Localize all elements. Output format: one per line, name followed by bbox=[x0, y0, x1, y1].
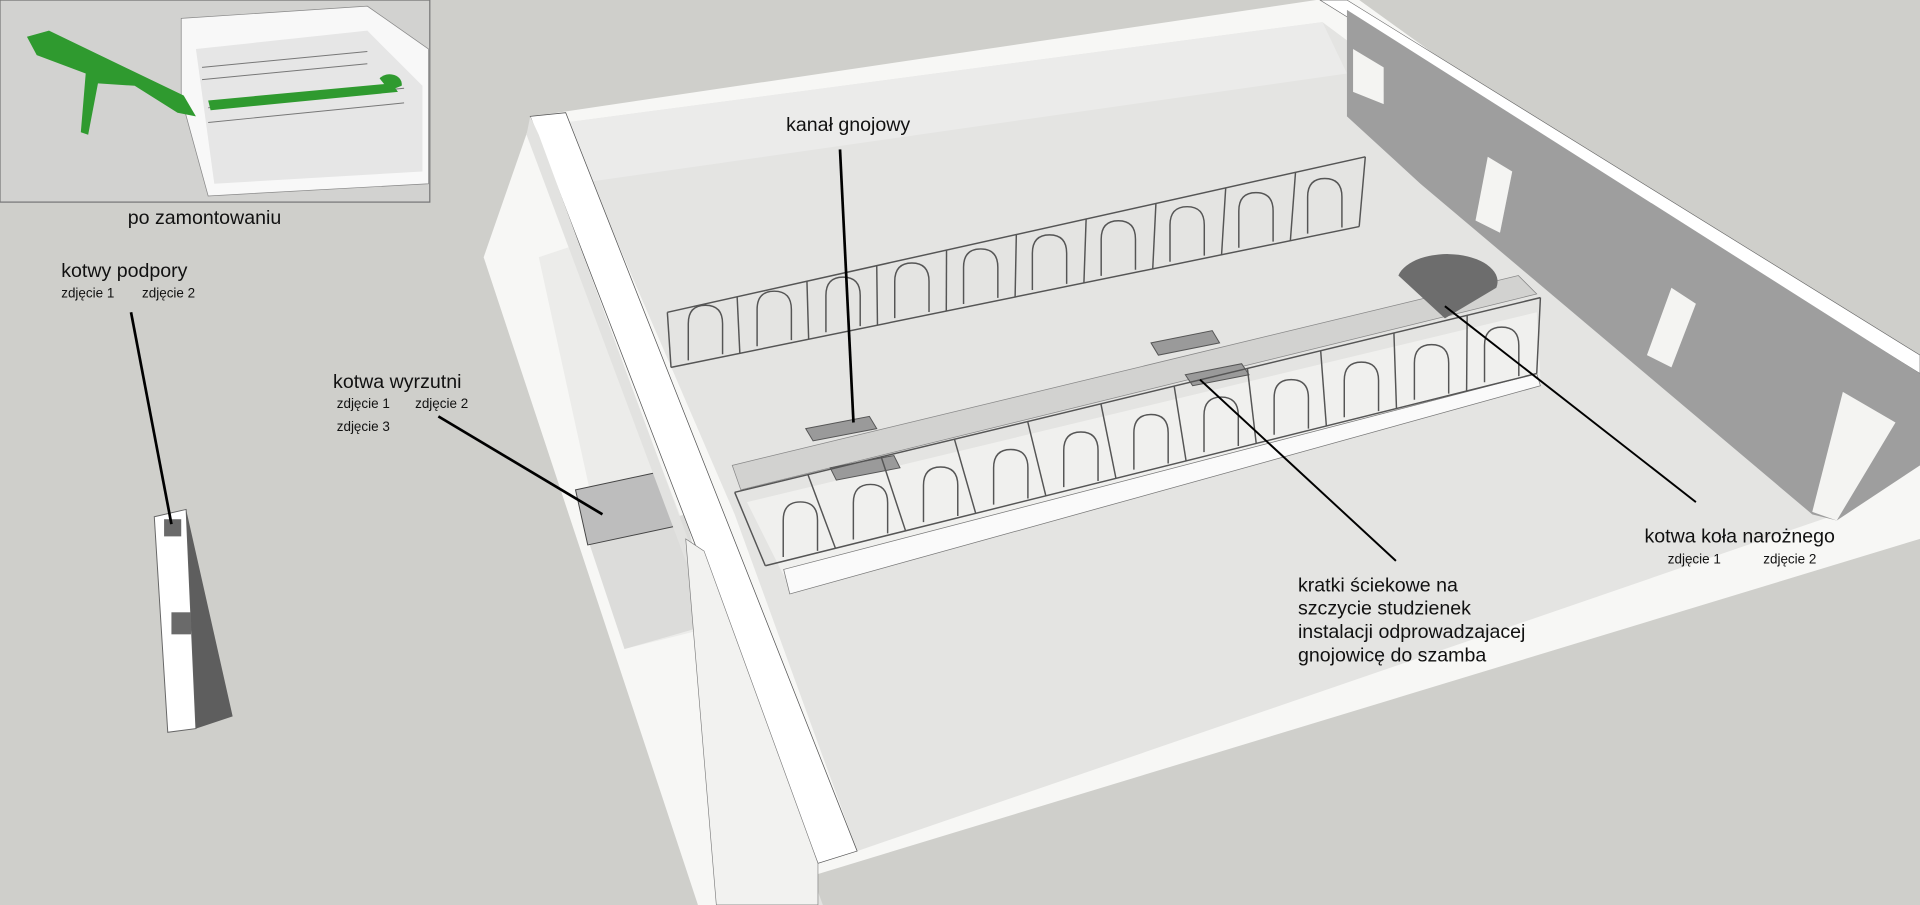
stall-post bbox=[1393, 332, 1398, 409]
stall-loop bbox=[1063, 431, 1099, 488]
stall-loop bbox=[1238, 191, 1274, 248]
stall-loop bbox=[1169, 205, 1206, 262]
stall-loop bbox=[852, 483, 889, 540]
leader-kotwy-podpory bbox=[129, 312, 173, 525]
anchor-plate bbox=[164, 519, 182, 537]
stall-post bbox=[806, 281, 810, 340]
label-kratki-line-3: instalacji odprowadzajacej bbox=[1298, 621, 1525, 643]
link-kotwa-wyrzutni-zdjecie-3[interactable]: zdjęcie 3 bbox=[337, 419, 390, 434]
conveyor-icon bbox=[26, 30, 196, 135]
stall-post bbox=[736, 296, 741, 354]
stall-post bbox=[1220, 187, 1227, 255]
stall-loop bbox=[992, 448, 1029, 505]
label-kotwa-wyrzutni: kotwa wyrzutni bbox=[333, 371, 461, 393]
stall-loop bbox=[1306, 177, 1343, 234]
stall-post bbox=[666, 312, 672, 368]
link-kotwa-kola-zdjecie-2[interactable]: zdjęcie 2 bbox=[1763, 551, 1816, 566]
corner-wheel-pit bbox=[1398, 254, 1498, 319]
link-kotwa-wyrzutni-zdjecie-1[interactable]: zdjęcie 1 bbox=[337, 396, 390, 411]
link-kotwa-kola-zdjecie-1[interactable]: zdjęcie 1 bbox=[1668, 551, 1721, 566]
stall-row-back bbox=[666, 156, 1367, 369]
stall-post bbox=[807, 474, 837, 549]
stall-post bbox=[1358, 156, 1367, 227]
bottom-rail bbox=[670, 225, 1360, 369]
label-kotwa-kola: kotwa koła narożnego bbox=[1644, 526, 1835, 548]
back-wall-face bbox=[565, 22, 1347, 184]
support-anchor-block bbox=[153, 508, 233, 733]
manure-channel bbox=[731, 275, 1538, 491]
stall-loop bbox=[1100, 220, 1137, 276]
stall-post bbox=[1152, 203, 1157, 269]
feed-walk bbox=[746, 312, 1541, 576]
wall-opening bbox=[1646, 287, 1696, 368]
stall-loop bbox=[962, 248, 999, 305]
stall-post bbox=[1289, 172, 1297, 241]
link-kotwy-podpory-zdjecie-1[interactable]: zdjęcie 1 bbox=[61, 286, 114, 301]
label-kratki-line-4: gnojowicę do szamba bbox=[1298, 644, 1486, 666]
stall-post bbox=[1014, 234, 1018, 298]
top-rail bbox=[734, 296, 1541, 494]
label-kratki-line-1: kratki ściekowe na bbox=[1298, 574, 1458, 596]
stall-loop bbox=[687, 304, 724, 361]
wall-opening bbox=[1475, 156, 1513, 233]
grates bbox=[804, 330, 1250, 481]
bottom-rail bbox=[765, 372, 1537, 567]
stall-post bbox=[876, 265, 879, 326]
label-kratki-line-2: szczycie studzienek bbox=[1298, 598, 1471, 620]
stall-post bbox=[880, 456, 907, 532]
leader-kotwa-kola bbox=[1444, 305, 1697, 503]
stall-loop bbox=[894, 262, 930, 319]
stall-loop bbox=[756, 290, 793, 347]
stall-row-front bbox=[734, 296, 1542, 567]
stall-loop bbox=[1413, 343, 1450, 400]
stall-loop bbox=[1133, 413, 1169, 470]
inset-thumbnail[interactable] bbox=[0, 0, 431, 203]
right-wall-face bbox=[1346, 9, 1920, 521]
link-kotwa-wyrzutni-zdjecie-2[interactable]: zdjęcie 2 bbox=[415, 396, 468, 411]
grate bbox=[804, 415, 878, 442]
inset-caption: po zamontowaniu bbox=[128, 207, 281, 229]
stall-post bbox=[1536, 297, 1542, 374]
stall-loop bbox=[825, 276, 861, 333]
stall-loop bbox=[782, 501, 819, 558]
wall-opening bbox=[1812, 391, 1896, 521]
left-corridor-shade bbox=[587, 514, 711, 650]
leader-lines bbox=[129, 149, 1697, 562]
stall-loop bbox=[1203, 396, 1240, 453]
stall-post bbox=[1319, 350, 1328, 427]
label-kotwy-podpory: kotwy podpory bbox=[61, 260, 187, 282]
front-curb bbox=[783, 373, 1541, 595]
stall-post bbox=[734, 492, 766, 567]
leader-kanal bbox=[838, 149, 855, 423]
label-kanal-gnojowy: kanał gnojowy bbox=[786, 114, 910, 136]
stall-post bbox=[1083, 218, 1087, 283]
anchor-plate bbox=[171, 612, 192, 635]
leader-kotwa-wyrzutni bbox=[437, 415, 604, 516]
stall-post bbox=[1173, 385, 1187, 462]
link-kotwy-podpory-zdjecie-2[interactable]: zdjęcie 2 bbox=[142, 286, 195, 301]
stall-post bbox=[1026, 421, 1047, 497]
grate bbox=[1150, 330, 1221, 356]
stall-loop bbox=[1031, 234, 1068, 290]
stall-loop bbox=[922, 466, 959, 523]
right-wall-openings bbox=[1353, 49, 1896, 521]
stall-post bbox=[1100, 403, 1117, 479]
stall-post bbox=[1465, 315, 1468, 392]
stall-loop bbox=[1273, 378, 1310, 435]
leader-kratki bbox=[1199, 378, 1397, 562]
stall-loop bbox=[1343, 361, 1380, 418]
wall-opening bbox=[1353, 49, 1384, 105]
stall-post bbox=[953, 438, 977, 514]
